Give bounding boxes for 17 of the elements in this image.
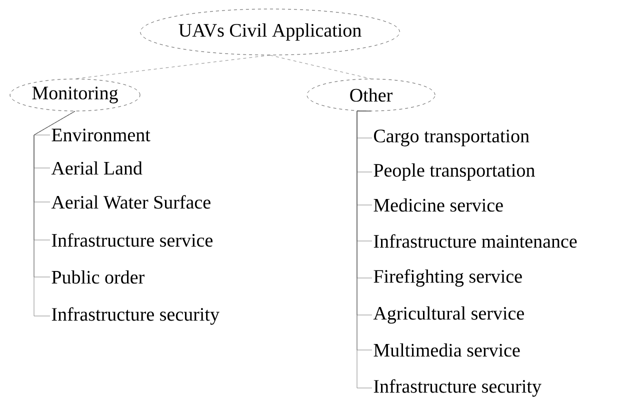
item-label: Aerial Water Surface bbox=[51, 195, 210, 209]
item-label: Environment bbox=[52, 128, 150, 142]
item-label: Infrastructure maintenance bbox=[374, 234, 577, 248]
item-label: Firefighting service bbox=[374, 269, 522, 287]
item-label: Public order bbox=[52, 270, 144, 284]
item-label: Agricultural service bbox=[373, 306, 524, 324]
item-label: Aerial Land bbox=[51, 161, 142, 175]
item-label: People transportation bbox=[374, 163, 535, 181]
connector-line bbox=[270, 55, 372, 79]
item-label: Multimedia service bbox=[374, 343, 520, 357]
item-label: Infrastructure service bbox=[52, 233, 212, 247]
item-label: Infrastructure security bbox=[374, 379, 542, 397]
item-label: Cargo transportation bbox=[374, 130, 530, 146]
tree-line bbox=[34, 111, 76, 316]
item-label: Infrastructure security bbox=[52, 307, 220, 325]
item-label: Medicine service bbox=[374, 198, 503, 212]
connector-line bbox=[74, 55, 270, 79]
